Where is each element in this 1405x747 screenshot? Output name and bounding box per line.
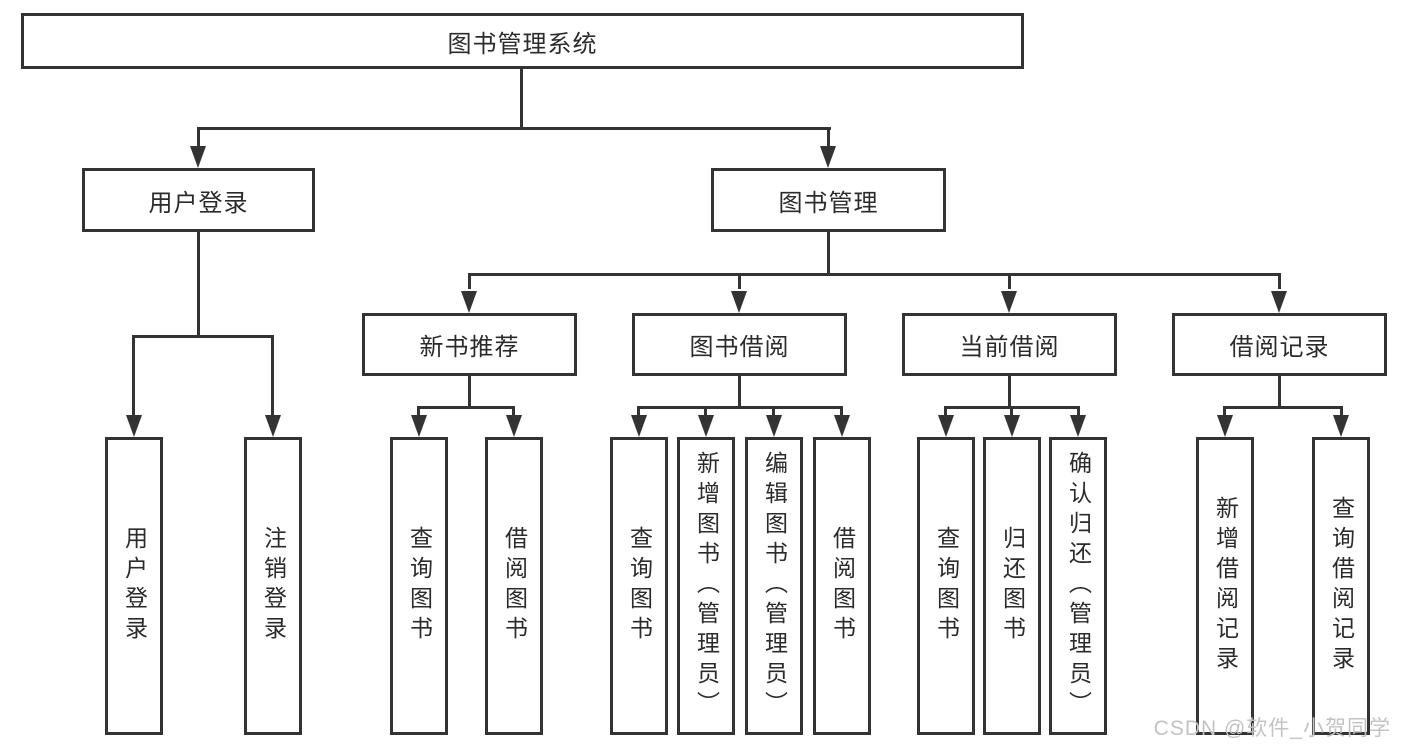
connector-line bbox=[1077, 406, 1080, 416]
arrowhead-icon bbox=[698, 415, 714, 437]
connector-line bbox=[738, 376, 741, 407]
connector-line bbox=[637, 406, 843, 409]
leaf-query-borrow-record: 查询借阅记录 bbox=[1312, 437, 1370, 735]
leaf-return-books: 归还图书 bbox=[983, 437, 1041, 735]
leaf-edit-books-admin: 编辑图书（管理员） bbox=[745, 437, 803, 735]
leaf-borrow-books: 借阅图书 bbox=[813, 437, 871, 735]
connector-line bbox=[132, 335, 274, 338]
connector-line bbox=[197, 232, 200, 336]
arrowhead-icon bbox=[411, 415, 427, 437]
connector-line bbox=[468, 273, 1281, 276]
leaf-logout: 注销登录 bbox=[244, 437, 302, 735]
connector-line bbox=[1223, 406, 1226, 416]
node-book-management: 图书管理 bbox=[711, 168, 946, 232]
node-book-borrowing: 图书借阅 bbox=[632, 313, 847, 376]
csdn-watermark: CSDN @软件_小贺同学 bbox=[1153, 717, 1391, 740]
leaf-confirm-return-admin: 确认归还（管理员） bbox=[1049, 437, 1107, 735]
arrowhead-icon bbox=[834, 415, 850, 437]
leaf-borrow-books: 借阅图书 bbox=[485, 437, 543, 735]
connector-line bbox=[417, 406, 420, 416]
node-library-system: 图书管理系统 bbox=[21, 13, 1024, 69]
leaf-user-login: 用户登录 bbox=[105, 437, 163, 735]
connector-line bbox=[197, 127, 200, 147]
arrowhead-icon bbox=[265, 415, 281, 437]
node-user-login: 用户登录 bbox=[82, 168, 315, 232]
leaf-add-books-admin: 新增图书（管理员） bbox=[677, 437, 735, 735]
connector-line bbox=[468, 273, 471, 289]
connector-line bbox=[738, 273, 741, 289]
arrowhead-icon bbox=[1004, 415, 1020, 437]
connector-line bbox=[512, 406, 515, 416]
connector-line bbox=[197, 127, 831, 130]
node-current-borrowing: 当前借阅 bbox=[902, 313, 1117, 376]
connector-line bbox=[1223, 406, 1343, 409]
connector-line bbox=[1010, 406, 1013, 416]
node-borrowing-records: 借阅记录 bbox=[1172, 313, 1387, 376]
arrowhead-icon bbox=[938, 415, 954, 437]
connector-line bbox=[704, 406, 707, 416]
arrowhead-icon bbox=[731, 291, 747, 313]
node-new-book-recommend: 新书推荐 bbox=[362, 313, 577, 376]
leaf-query-books: 查询图书 bbox=[390, 437, 448, 735]
arrowhead-icon bbox=[461, 291, 477, 313]
leaf-query-books: 查询图书 bbox=[610, 437, 668, 735]
connector-line bbox=[827, 232, 830, 276]
leaf-add-borrow-record: 新增借阅记录 bbox=[1196, 437, 1254, 735]
arrowhead-icon bbox=[506, 415, 522, 437]
arrowhead-icon bbox=[1070, 415, 1086, 437]
arrowhead-icon bbox=[126, 415, 142, 437]
leaf-query-books: 查询图书 bbox=[917, 437, 975, 735]
arrowhead-icon bbox=[190, 146, 206, 168]
connector-line bbox=[271, 335, 274, 415]
connector-line bbox=[827, 127, 830, 147]
connector-line bbox=[1008, 273, 1011, 289]
connector-line bbox=[944, 406, 947, 416]
connector-line bbox=[1008, 376, 1011, 407]
connector-line bbox=[132, 335, 135, 415]
connector-line bbox=[1278, 273, 1281, 289]
connector-line bbox=[637, 406, 640, 416]
arrowhead-icon bbox=[820, 146, 836, 168]
connector-line bbox=[772, 406, 775, 416]
connector-line bbox=[1278, 376, 1281, 407]
arrowhead-icon bbox=[631, 415, 647, 437]
connector-line bbox=[840, 406, 843, 416]
connector-line bbox=[520, 68, 523, 128]
connector-line bbox=[468, 376, 471, 407]
arrowhead-icon bbox=[1333, 415, 1349, 437]
connector-line bbox=[1340, 406, 1343, 416]
connector-line bbox=[417, 406, 515, 409]
arrowhead-icon bbox=[1217, 415, 1233, 437]
arrowhead-icon bbox=[766, 415, 782, 437]
arrowhead-icon bbox=[1001, 291, 1017, 313]
arrowhead-icon bbox=[1271, 291, 1287, 313]
